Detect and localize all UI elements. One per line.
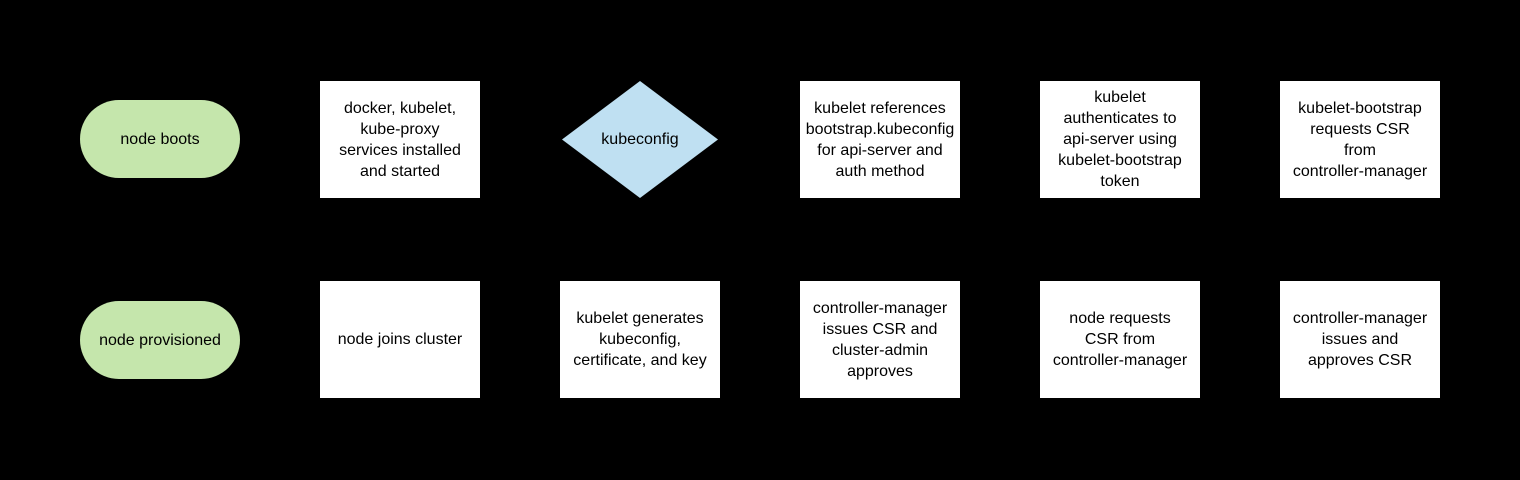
process-cluster-admin-approves-csr: controller-manager issues CSR and cluste… xyxy=(800,281,960,398)
terminal-node-boots-label: node boots xyxy=(120,130,200,148)
process-node-requests-csr-label: node requests CSR from controller-manage… xyxy=(1052,310,1188,369)
process-kubelet-generates-credentials-label: kubelet generates kubeconfig, certificat… xyxy=(573,310,707,369)
process-references-bootstrap-kubeconfig: kubelet references bootstrap.kubeconfig … xyxy=(800,81,960,198)
process-bootstrap-requests-csr: kubelet-bootstrap requests CSR from cont… xyxy=(1280,81,1440,198)
process-node-joins-cluster: node joins cluster xyxy=(320,281,480,398)
process-services-installed-label: docker, kubelet, kube-proxy services ins… xyxy=(339,99,461,180)
process-bootstrap-requests-csr-label: kubelet-bootstrap requests CSR from cont… xyxy=(1292,99,1428,180)
terminal-node-boots: node boots xyxy=(80,100,240,178)
process-authenticates-with-token-label: kubelet authenticates to api-server usin… xyxy=(1058,89,1182,190)
process-node-requests-csr: node requests CSR from controller-manage… xyxy=(1040,281,1200,398)
process-node-joins-cluster-label: node joins cluster xyxy=(337,331,463,348)
process-issues-and-approves-csr-label: controller-manager issues and approves C… xyxy=(1292,310,1428,369)
process-issues-and-approves-csr: controller-manager issues and approves C… xyxy=(1280,281,1440,398)
process-cluster-admin-approves-csr-label: controller-manager issues CSR and cluste… xyxy=(812,299,948,380)
process-kubelet-generates-credentials: kubelet generates kubeconfig, certificat… xyxy=(560,281,720,398)
decision-kubeconfig: kubeconfig xyxy=(562,81,718,198)
terminal-node-provisioned: node provisioned xyxy=(80,301,240,379)
decision-kubeconfig-label: kubeconfig xyxy=(601,131,679,148)
process-services-installed: docker, kubelet, kube-proxy services ins… xyxy=(320,81,480,198)
process-authenticates-with-token: kubelet authenticates to api-server usin… xyxy=(1040,81,1200,198)
terminal-node-provisioned-label: node provisioned xyxy=(99,331,221,349)
process-references-bootstrap-kubeconfig-label: kubelet references bootstrap.kubeconfig … xyxy=(805,99,955,180)
